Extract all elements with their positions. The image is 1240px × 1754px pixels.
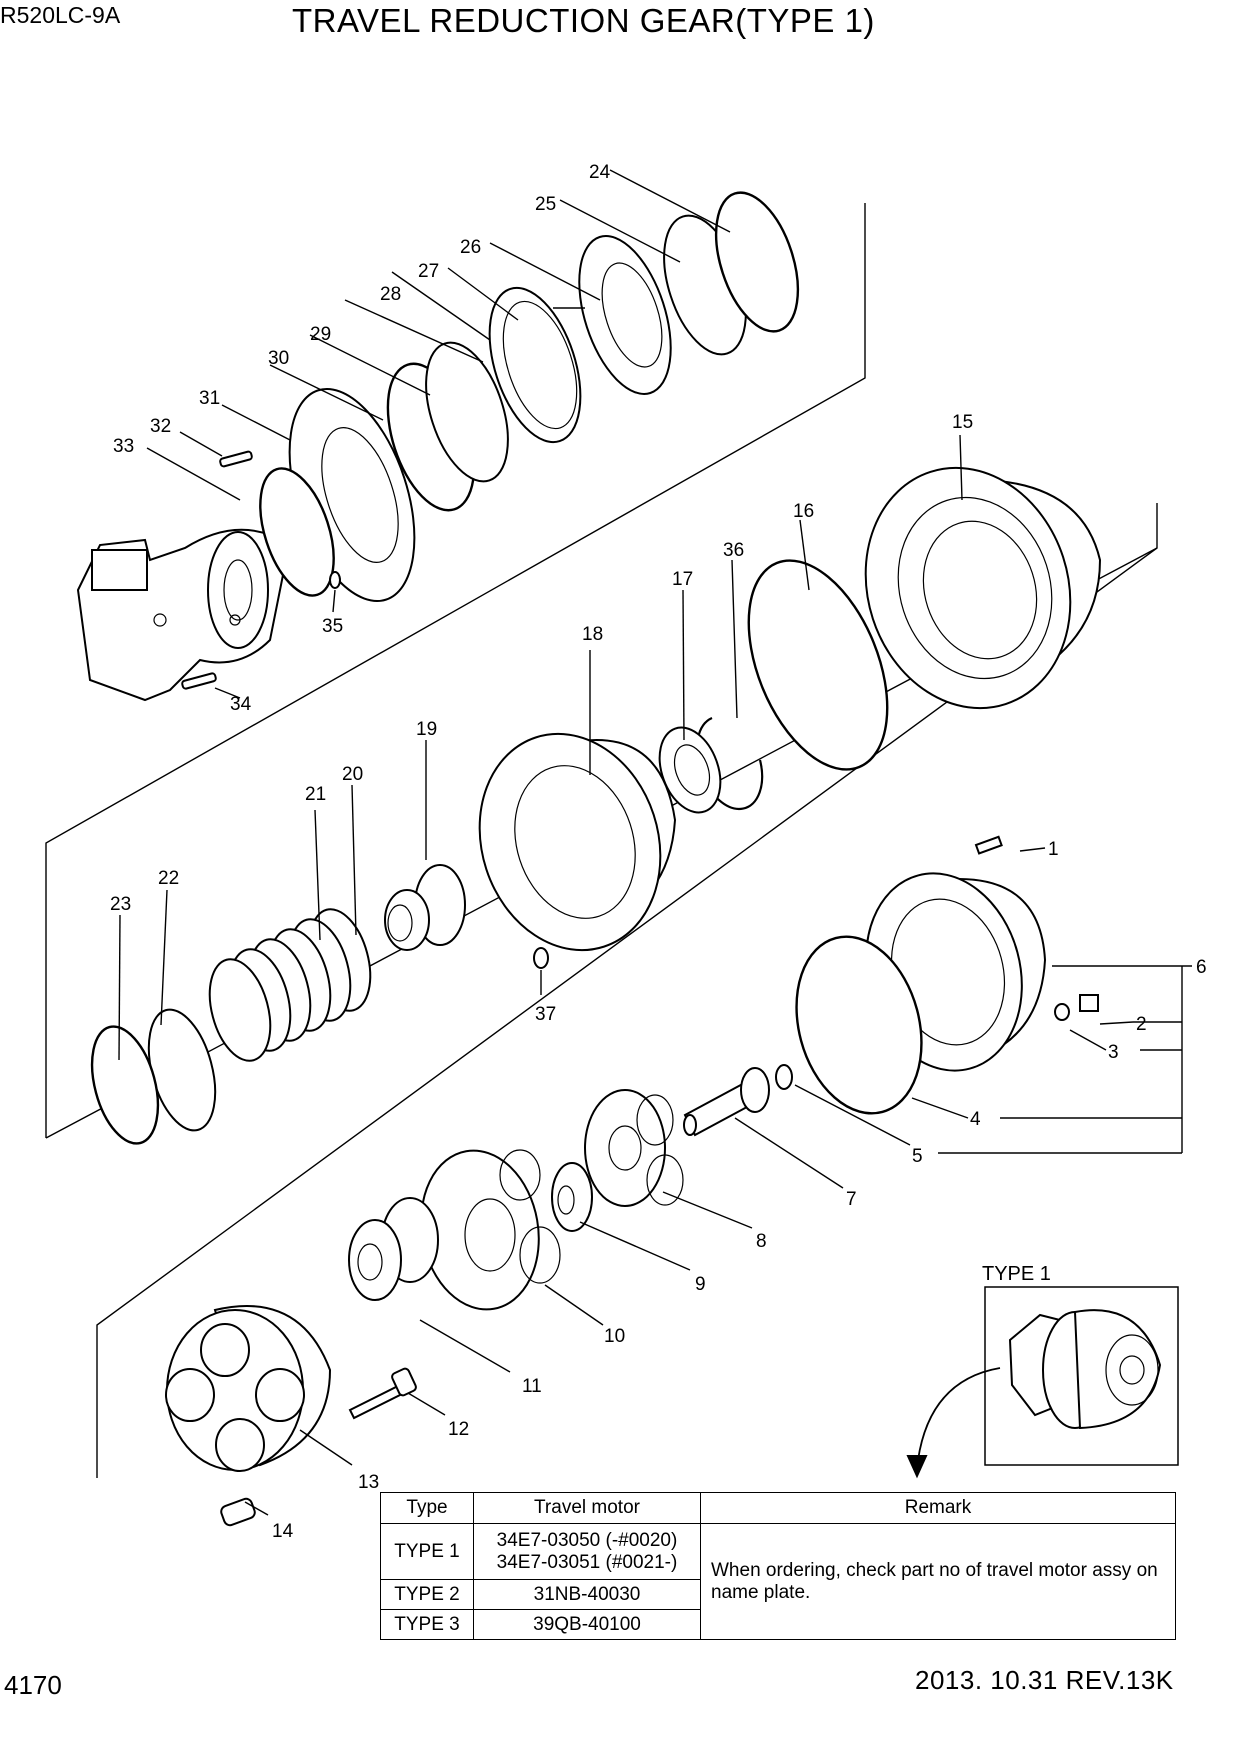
callout-31: 31 bbox=[199, 388, 220, 409]
type-cell: TYPE 2 bbox=[380, 1579, 474, 1610]
motor-cell: 31NB-40030 bbox=[473, 1579, 701, 1610]
callout-10: 10 bbox=[604, 1326, 625, 1347]
callout-34: 34 bbox=[230, 694, 252, 715]
o-ring-37 bbox=[533, 947, 549, 969]
motor-part-line: 34E7-03050 (-#0020) bbox=[496, 1529, 678, 1551]
callout-22: 22 bbox=[158, 868, 179, 889]
type-cell: TYPE 1 bbox=[380, 1523, 474, 1580]
motor-type-table: Type Travel motor Remark TYPE 1 34E7-030… bbox=[380, 1492, 1176, 1640]
travel-motor bbox=[76, 528, 287, 702]
callout-15: 15 bbox=[952, 412, 973, 433]
table-row: TYPE 1 34E7-03050 (-#0020) 34E7-03051 (#… bbox=[380, 1523, 1176, 1640]
table-row: TYPE 3 39QB-40100 bbox=[380, 1609, 1176, 1640]
gear-11 bbox=[348, 1197, 439, 1301]
o-ring-33 bbox=[259, 467, 335, 597]
callout-numbers: 1 2 3 4 5 6 7 8 9 10 11 12 13 14 15 16 1… bbox=[110, 162, 1207, 1542]
bolt-12 bbox=[348, 1367, 417, 1420]
motor-part-line: 34E7-03051 (#0021-) bbox=[496, 1551, 678, 1573]
header-travel-motor: Travel motor bbox=[473, 1492, 701, 1524]
callout-19: 19 bbox=[416, 719, 437, 740]
callout-17: 17 bbox=[672, 569, 693, 590]
carrier-8 bbox=[584, 1089, 684, 1207]
callout-18: 18 bbox=[582, 624, 603, 645]
inset-label: TYPE 1 bbox=[982, 1263, 1051, 1285]
leader-lines bbox=[118, 169, 1192, 1516]
ring-16 bbox=[747, 559, 889, 771]
gear-19 bbox=[384, 864, 466, 951]
callout-26: 26 bbox=[460, 237, 481, 258]
pin-14 bbox=[220, 1497, 256, 1527]
ring-29 bbox=[425, 341, 509, 483]
header-type: Type bbox=[380, 1492, 474, 1524]
motor-cell: 39QB-40100 bbox=[473, 1609, 701, 1640]
hub-26 bbox=[578, 235, 672, 395]
spacer-17 bbox=[658, 726, 722, 814]
ring-23 bbox=[90, 1025, 160, 1145]
callout-11: 11 bbox=[522, 1376, 542, 1397]
ring-24 bbox=[714, 191, 800, 333]
callout-25: 25 bbox=[535, 194, 556, 215]
callout-13: 13 bbox=[358, 1472, 379, 1493]
callout-4: 4 bbox=[970, 1109, 981, 1130]
callout-32: 32 bbox=[150, 416, 171, 437]
callout-6: 6 bbox=[1196, 957, 1207, 978]
housing-18 bbox=[478, 732, 677, 952]
callout-30: 30 bbox=[268, 348, 289, 369]
callout-2: 2 bbox=[1136, 1014, 1147, 1035]
callout-28: 28 bbox=[380, 284, 401, 305]
callout-23: 23 bbox=[110, 894, 131, 915]
seal-28 bbox=[488, 286, 582, 444]
remark-cell: When ordering, check part no of travel m… bbox=[700, 1523, 1176, 1640]
callout-5: 5 bbox=[912, 1146, 923, 1167]
motor-cell: 34E7-03050 (-#0020) 34E7-03051 (#0021-) bbox=[473, 1523, 701, 1580]
header-remark: Remark bbox=[700, 1492, 1176, 1524]
callout-16: 16 bbox=[793, 501, 814, 522]
callout-29: 29 bbox=[310, 324, 331, 345]
callout-9: 9 bbox=[695, 1274, 706, 1295]
callout-24: 24 bbox=[589, 162, 611, 183]
callout-1: 1 bbox=[1048, 839, 1059, 860]
callout-7: 7 bbox=[846, 1189, 857, 1210]
planet-carrier-13 bbox=[165, 1305, 332, 1472]
date-revision: 2013. 10.31 REV.13K bbox=[915, 1665, 1174, 1695]
bolt-34 bbox=[181, 672, 217, 690]
o-ring-4 bbox=[795, 935, 923, 1115]
callout-37: 37 bbox=[535, 1004, 556, 1025]
callout-33: 33 bbox=[113, 436, 134, 457]
table-header-row: Type Travel motor Remark bbox=[380, 1492, 1176, 1524]
page-number: 4170 bbox=[4, 1670, 62, 1700]
callout-12: 12 bbox=[448, 1419, 469, 1440]
gear-9 bbox=[551, 1162, 593, 1232]
bolt-32 bbox=[219, 450, 253, 468]
ring-5 bbox=[775, 1064, 793, 1090]
callout-20: 20 bbox=[342, 764, 363, 785]
callout-36: 36 bbox=[723, 540, 744, 561]
model-code: R520LC-9A bbox=[0, 2, 121, 28]
housing-15 bbox=[864, 466, 1102, 710]
o-ring-35 bbox=[329, 571, 341, 589]
callout-35: 35 bbox=[322, 616, 343, 637]
callout-27: 27 bbox=[418, 261, 439, 282]
page-title: TRAVEL REDUCTION GEAR(TYPE 1) bbox=[292, 2, 875, 39]
inset-type1 bbox=[906, 1286, 1179, 1479]
type-cell: TYPE 3 bbox=[380, 1609, 474, 1640]
shaft-7 bbox=[683, 1067, 770, 1137]
table-row: TYPE 2 31NB-40030 bbox=[380, 1579, 1176, 1610]
callout-3: 3 bbox=[1108, 1042, 1119, 1063]
disk-stack-20-21 bbox=[208, 908, 372, 1062]
callout-8: 8 bbox=[756, 1231, 767, 1252]
callout-14: 14 bbox=[272, 1521, 294, 1542]
callout-21: 21 bbox=[305, 784, 326, 805]
